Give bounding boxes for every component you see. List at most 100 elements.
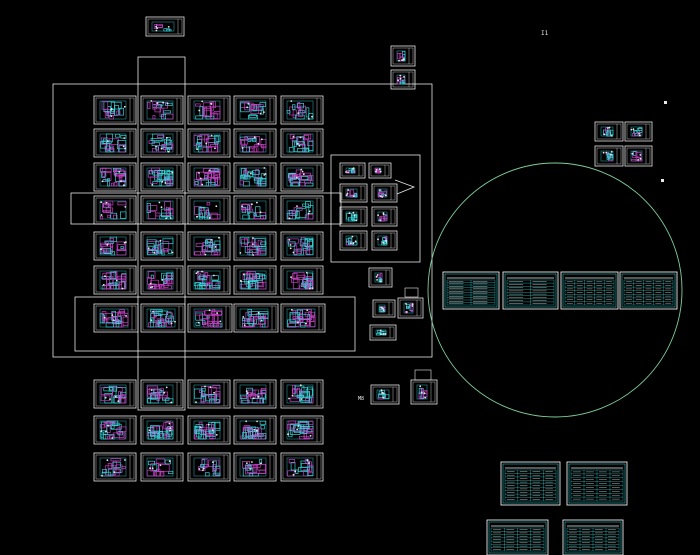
detail-sheet bbox=[594, 145, 624, 167]
room-line bbox=[211, 310, 222, 316]
dimension-dot bbox=[104, 275, 106, 277]
room-line bbox=[155, 323, 162, 328]
dimension-dot bbox=[246, 106, 249, 109]
sheet-inner-border bbox=[142, 417, 182, 443]
sheet-inner-border bbox=[235, 164, 275, 190]
sheets-layer bbox=[93, 16, 667, 482]
lower-band-frame bbox=[74, 296, 356, 352]
room-line bbox=[103, 317, 108, 324]
room-line bbox=[636, 156, 640, 162]
room-line bbox=[120, 398, 127, 404]
dimension-dot bbox=[165, 217, 168, 220]
room-line bbox=[148, 283, 158, 290]
sheet-inner-border bbox=[189, 130, 229, 156]
dimension-dot bbox=[101, 474, 103, 477]
room-line bbox=[289, 397, 301, 402]
room-line bbox=[110, 101, 122, 110]
dimension-dot bbox=[158, 201, 161, 204]
sheet-inner-border bbox=[392, 47, 414, 65]
sheet-border bbox=[233, 303, 279, 333]
floor-plan-sheet bbox=[233, 265, 277, 295]
dimension-dot bbox=[297, 321, 299, 324]
room-line bbox=[240, 281, 251, 290]
floor-plan-sheet bbox=[140, 452, 184, 482]
dimension-dot bbox=[405, 303, 407, 305]
room-line bbox=[115, 133, 121, 138]
dimension-dot bbox=[264, 173, 267, 175]
room-line bbox=[119, 107, 124, 116]
sheet-border bbox=[372, 299, 396, 318]
room-line bbox=[257, 313, 269, 319]
floor-plan-sheet bbox=[93, 379, 137, 409]
dimension-dot bbox=[212, 461, 214, 464]
dimension-dot bbox=[381, 196, 384, 198]
room-line bbox=[247, 309, 252, 317]
sheet-border bbox=[233, 265, 277, 295]
sheet-inner-border bbox=[373, 232, 396, 249]
dimension-dot bbox=[299, 384, 302, 387]
room-line bbox=[292, 109, 297, 119]
room-line bbox=[100, 387, 113, 395]
room-line bbox=[165, 398, 174, 404]
dimension-dot bbox=[382, 396, 385, 399]
room-line bbox=[294, 114, 305, 120]
room-line bbox=[384, 215, 388, 221]
tables-layer bbox=[442, 271, 678, 555]
schedule-table-sheet bbox=[500, 461, 561, 506]
room-line bbox=[245, 277, 253, 287]
sheet-border bbox=[140, 195, 184, 225]
room-line bbox=[156, 318, 165, 326]
room-line bbox=[239, 180, 245, 185]
sheet-border bbox=[233, 231, 277, 261]
room-line bbox=[258, 469, 267, 474]
floor-plan-sheet bbox=[233, 95, 277, 125]
dimension-dot bbox=[377, 238, 379, 241]
room-line bbox=[297, 102, 301, 109]
room-line bbox=[162, 238, 174, 245]
dimension-dot bbox=[243, 273, 245, 276]
sheet-border bbox=[187, 452, 231, 482]
room-line bbox=[146, 432, 156, 437]
floor-plan-sheet bbox=[280, 195, 324, 225]
room-line bbox=[257, 239, 263, 249]
dimension-dot bbox=[300, 168, 303, 171]
room-line bbox=[304, 134, 312, 140]
floor-plan-sheet bbox=[280, 231, 324, 261]
dimension-dot bbox=[424, 396, 427, 399]
room-line bbox=[206, 202, 211, 206]
sheet-border bbox=[93, 303, 139, 333]
room-line bbox=[146, 239, 157, 247]
room-line bbox=[157, 432, 164, 440]
dimension-dot bbox=[124, 206, 127, 208]
dimension-dot bbox=[307, 212, 310, 215]
table-border bbox=[442, 271, 500, 310]
room-line bbox=[378, 390, 382, 396]
room-line bbox=[104, 200, 114, 206]
dimension-dot bbox=[100, 430, 103, 433]
dimension-dot bbox=[246, 392, 249, 395]
dimension-dot bbox=[168, 422, 171, 425]
room-line bbox=[241, 317, 246, 322]
room-line bbox=[157, 145, 166, 153]
dimension-dot bbox=[198, 109, 201, 112]
dimension-dot bbox=[377, 214, 379, 217]
room-line bbox=[166, 272, 174, 280]
dimension-dot bbox=[208, 309, 211, 312]
dimension-dot bbox=[639, 134, 641, 137]
floor-plan-sheet bbox=[93, 303, 139, 333]
dimension-dot bbox=[208, 217, 211, 219]
room-line bbox=[260, 389, 267, 395]
room-line bbox=[155, 212, 161, 217]
room-line bbox=[204, 106, 208, 116]
dimension-dot bbox=[253, 429, 256, 431]
room-line bbox=[205, 394, 218, 402]
floor-plan-sheet bbox=[140, 265, 184, 295]
sheet-inner-border bbox=[235, 197, 275, 223]
sheet-inner-border bbox=[373, 185, 396, 201]
detail-sheet bbox=[371, 230, 398, 251]
dimension-dot bbox=[380, 389, 383, 392]
dimension-dot bbox=[251, 461, 253, 463]
dimension-dot bbox=[100, 214, 103, 216]
